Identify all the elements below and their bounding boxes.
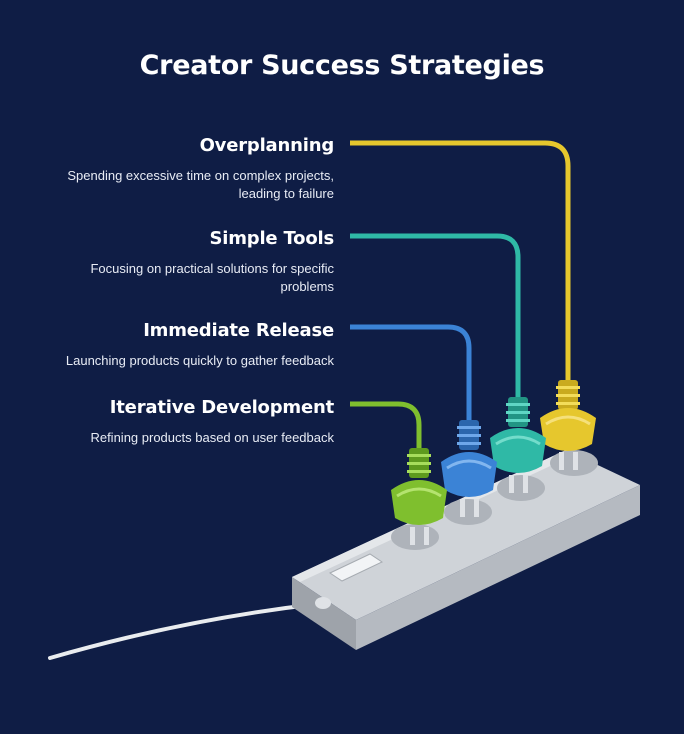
strategy-immediate-release: Immediate Release Launching products qui… — [34, 320, 334, 370]
cable-immediate-release — [350, 324, 472, 424]
socket — [444, 499, 492, 525]
power-switch — [328, 553, 384, 582]
strategy-description: Focusing on practical solutions for spec… — [90, 261, 334, 294]
strategy-description: Launching products quickly to gather fee… — [65, 353, 334, 368]
page-title: Creator Success Strategies — [139, 50, 545, 81]
strategy-iterative-development: Iterative Development Refining products … — [34, 397, 334, 447]
plug-immediate-release — [441, 420, 497, 517]
strategy-heading: Overplanning — [199, 135, 335, 156]
cable-iterative-development — [350, 401, 422, 452]
socket — [497, 475, 545, 501]
plug-simple-tools — [490, 397, 546, 493]
strategy-description: Spending excessive time on complex proje… — [67, 168, 334, 201]
plug-iterative-development — [391, 448, 447, 545]
strategy-heading: Iterative Development — [109, 397, 334, 418]
cable-simple-tools — [350, 233, 521, 400]
strategy-heading: Simple Tools — [209, 228, 334, 249]
plug-overplanning — [540, 380, 596, 470]
strategy-description: Refining products based on user feedback — [90, 430, 334, 445]
cable-overplanning — [350, 140, 571, 384]
strategy-heading: Immediate Release — [143, 320, 334, 341]
strategy-overplanning: Overplanning Spending excessive time on … — [34, 135, 334, 203]
cord-strain-relief — [315, 597, 331, 609]
power-cord — [48, 602, 320, 660]
strategy-simple-tools: Simple Tools Focusing on practical solut… — [64, 228, 334, 296]
